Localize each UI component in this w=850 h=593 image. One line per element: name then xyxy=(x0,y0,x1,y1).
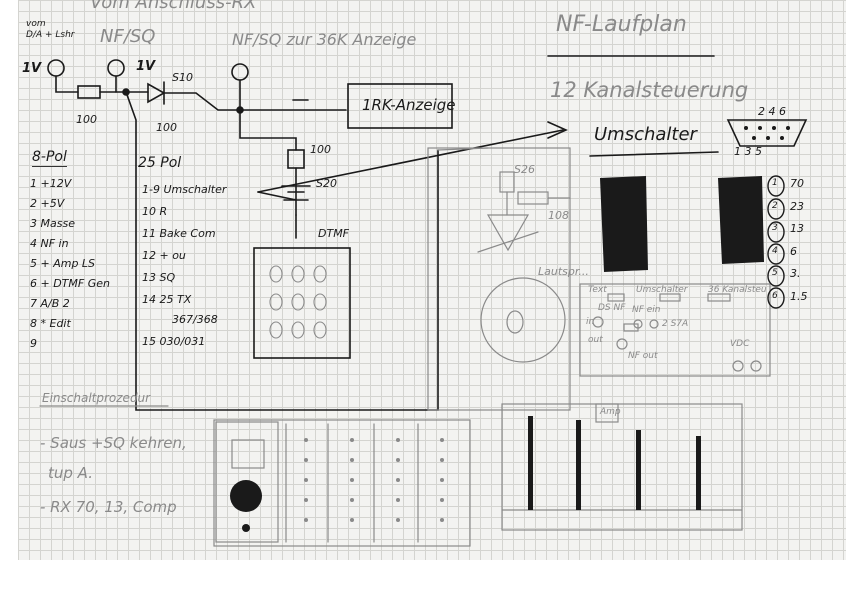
nf-sq-label: NF/SQ xyxy=(100,26,156,47)
list-item: 4 NF in xyxy=(30,237,69,250)
list-item: 9 xyxy=(30,337,37,350)
list-item: 5 + Amp LS xyxy=(30,257,96,270)
diode-label: S10 xyxy=(172,71,193,84)
output-jack xyxy=(231,63,249,81)
channel-value: 13 xyxy=(790,222,804,235)
list-item: 367/368 xyxy=(172,313,218,326)
speaker-label: Lautspr... xyxy=(538,265,589,278)
r108-label: 108 xyxy=(548,209,569,222)
panel-s27a-label: 2 S7A xyxy=(662,319,689,329)
voltage-label-2: 1V xyxy=(136,59,156,74)
resistor-label-3: 100 xyxy=(310,143,331,156)
channel-number-list: 1 2 3 4 5 6 xyxy=(772,179,778,314)
from-rx-label: vom xyxy=(26,19,46,29)
input-jack-2 xyxy=(107,59,125,77)
panel-umschalter-label: Umschalter xyxy=(636,285,688,295)
list-item: 14 25 TX xyxy=(142,293,192,306)
list-item: 1-9 Umschalter xyxy=(142,183,227,196)
voltage-label-1: 1V xyxy=(22,61,42,76)
channel-value: 70 xyxy=(790,177,804,190)
wire-1 xyxy=(55,75,79,93)
channel-value: 23 xyxy=(790,199,804,213)
amp-module-outline xyxy=(427,147,571,411)
panel-ds-nf-label: DS NF xyxy=(598,303,626,313)
panel-kanalsteuer-label: 36 Kanalsteu xyxy=(708,285,767,295)
paper-sheet: Vom Anschluss-RX vom D/A + Lshr NF/SQ NF… xyxy=(18,0,846,560)
control-panel xyxy=(579,283,771,377)
db9-connector xyxy=(726,119,808,147)
circuit-drawing xyxy=(39,55,808,547)
channel-number: 2 xyxy=(772,200,778,211)
panel-nf-ein-label: NF ein xyxy=(632,305,661,315)
list-item: 10 R xyxy=(142,205,168,218)
eight-pin-title: 8-Pol xyxy=(32,149,67,167)
amp-label: Amp xyxy=(600,407,621,417)
db9-pins-top: 2 4 6 xyxy=(758,105,786,118)
transistor-s20 xyxy=(281,185,311,216)
list-item: 7 A/B 2 xyxy=(30,297,70,310)
list-item: 13 SQ xyxy=(142,271,176,284)
transistor-label: S20 xyxy=(316,177,337,190)
channel-value: 1.5 xyxy=(790,289,808,303)
procedure-line: - Saus +SQ kehren, xyxy=(40,434,187,452)
channel-number: 4 xyxy=(772,245,778,256)
panel-in-label: in xyxy=(586,317,595,327)
from-rx-label-2: D/A + Lshr xyxy=(26,30,75,40)
nf-sq-to-label: NF/SQ zur 36K Anzeige xyxy=(232,30,417,49)
list-item: 8 * Edit xyxy=(30,317,71,330)
channel-number: 1 xyxy=(772,178,778,188)
rk-box-label: 1RK-Anzeige xyxy=(362,96,456,114)
dtmf-keypad xyxy=(253,247,351,359)
arrow-umschalter xyxy=(547,121,568,139)
wire-3 xyxy=(163,92,241,111)
speaker-circle xyxy=(480,277,566,363)
panel-out-label: out xyxy=(588,335,603,345)
s26-label: S26 xyxy=(514,163,535,176)
page-title: NF-Laufplan xyxy=(556,12,687,37)
switch-block-left xyxy=(600,176,648,272)
procedure-line: - RX 70, 13, Comp xyxy=(40,498,177,516)
list-item: 12 + ou xyxy=(142,249,186,262)
list-item: 3 Masse xyxy=(30,217,75,230)
channel-number: 3 xyxy=(772,223,778,233)
resistor-100-top xyxy=(77,85,101,99)
channel-number: 5 xyxy=(772,268,778,278)
twentyfive-pin-title: 25 Pol xyxy=(138,155,182,171)
panel-text-label: Text xyxy=(588,285,607,295)
resistor-label-2: 100 xyxy=(156,121,177,134)
header-from-rx: Vom Anschluss-RX xyxy=(90,0,257,13)
volume-knob xyxy=(230,480,262,512)
twentyfive-pin-list: 1-9 Umschalter 10 R 11 Bake Com 12 + ou … xyxy=(142,184,226,358)
list-item: 2 +5V xyxy=(30,197,65,210)
db9-pins-bottom: 1 3 5 xyxy=(734,145,762,158)
page-subtitle: 12 Kanalsteuerung xyxy=(550,78,749,102)
dtmf-label: DTMF xyxy=(318,227,350,240)
list-item: 1 +12V xyxy=(30,177,72,190)
procedure-line: tup A. xyxy=(48,464,93,482)
list-item: 15 030/031 xyxy=(142,335,206,348)
panel-nf-out-label: NF out xyxy=(628,351,658,361)
diode-s10 xyxy=(147,82,166,104)
umschalter-label: Umschalter xyxy=(594,124,697,145)
input-jack-1 xyxy=(47,59,65,77)
switch-block-right xyxy=(718,176,764,264)
channel-number: 6 xyxy=(772,290,778,301)
rk-anzeige-box xyxy=(347,83,453,129)
channel-value: 6 xyxy=(790,244,797,258)
eight-pin-list: 1 +12V 2 +5V 3 Masse 4 NF in 5 + Amp LS … xyxy=(30,178,110,358)
procedure-title: Einschaltprozedur xyxy=(42,391,151,405)
panel-vdc-label: VDC xyxy=(730,339,750,349)
wire-to-umschalter xyxy=(257,129,564,193)
resistor-100-right xyxy=(287,149,305,169)
list-item: 11 Bake Com xyxy=(142,227,216,240)
channel-value: 3. xyxy=(790,267,801,280)
resistor-label-1: 100 xyxy=(76,113,97,126)
rack-side xyxy=(501,403,743,531)
channel-list: 70 23 13 6 3. 1.5 xyxy=(790,178,808,313)
rack-front xyxy=(213,419,471,547)
list-item: 6 + DTMF Gen xyxy=(30,277,110,290)
